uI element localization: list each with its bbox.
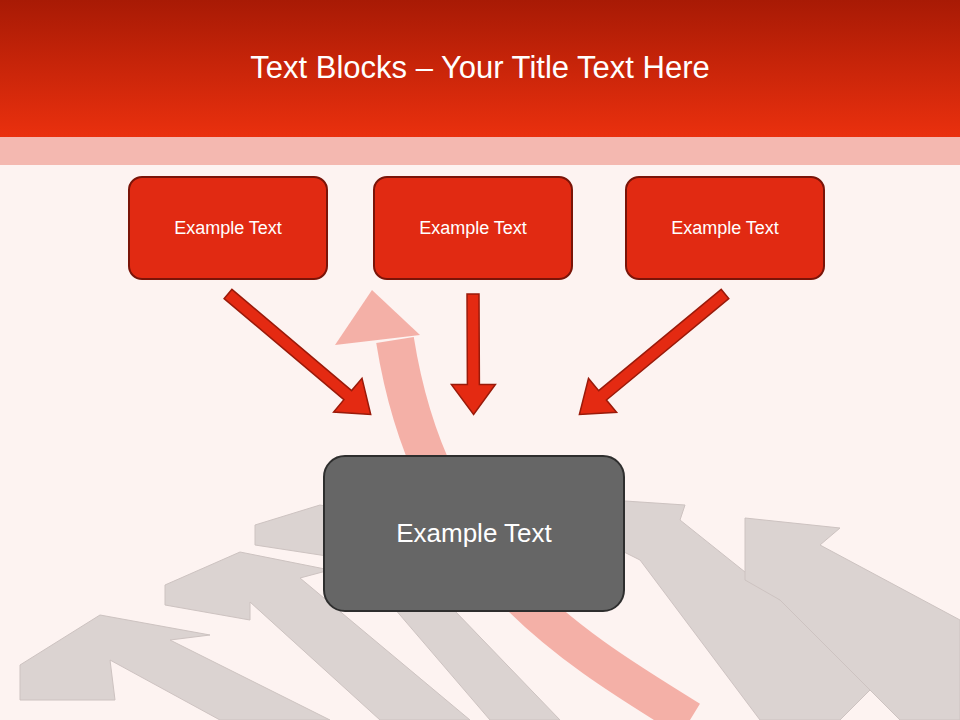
input-box: Example Text [373,176,573,280]
box-text: Example Text [671,218,779,239]
red-curve-arrowhead [335,290,420,345]
flow-arrow [224,289,371,414]
grey-arrow [745,518,960,720]
header-bar [0,0,960,137]
box-text: Example Text [396,518,552,549]
result-box: Example Text [323,455,625,612]
red-curve-arrow [395,340,690,720]
input-box: Example Text [625,176,825,280]
header-band [0,137,960,165]
slide-title: Text Blocks – Your Title Text Here [0,50,960,86]
flow-arrow [579,289,728,414]
flow-arrow [451,294,495,415]
box-text: Example Text [419,218,527,239]
input-box: Example Text [128,176,328,280]
box-text: Example Text [174,218,282,239]
